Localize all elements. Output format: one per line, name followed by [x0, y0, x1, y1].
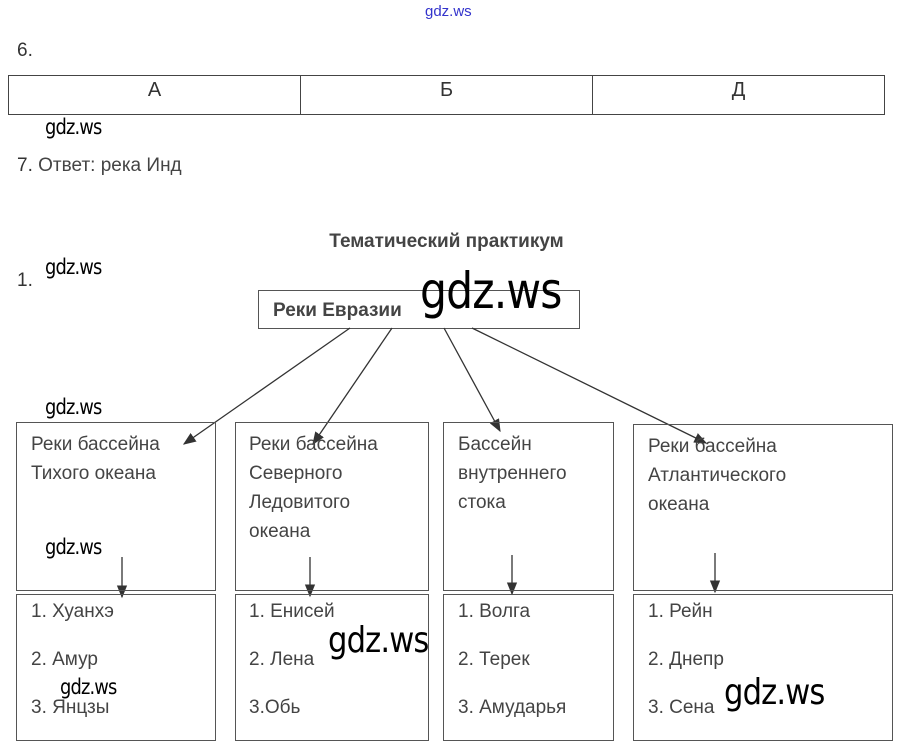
watermark: gdz.ws: [45, 395, 102, 419]
category-title-line: внутреннего: [458, 463, 567, 484]
rivers-box-pacific: 1. Хуанхэ 2. Амур 3. Янцзы: [16, 594, 216, 741]
category-title-line: стока: [458, 492, 506, 513]
category-title-line: Северного: [249, 463, 343, 484]
root-box: Реки Евразии: [258, 290, 580, 329]
arrow: [443, 327, 501, 433]
rivers-box-internal: 1. Волга 2. Терек 3. Амударья: [443, 594, 614, 741]
river-item: 3. Амударья: [458, 697, 567, 718]
river-item: 1. Рейн: [648, 601, 713, 622]
task6-answer-table: А Б Д: [8, 75, 885, 115]
category-title-line: Реки бассейна: [648, 436, 777, 457]
category-title-line: океана: [648, 494, 710, 515]
answer-cell: Д: [731, 79, 746, 101]
watermark: gdz.ws: [45, 255, 102, 279]
watermark: gdz.ws: [45, 535, 102, 559]
category-title-line: Тихого океана: [31, 463, 156, 484]
watermark: gdz.ws: [724, 672, 825, 713]
category-box-arctic: Реки бассейна Северного Ледовитого океан…: [235, 422, 429, 591]
watermark: gdz.ws: [328, 620, 429, 661]
header-link[interactable]: gdz.ws: [425, 3, 472, 20]
answer-cell: Б: [301, 76, 593, 114]
section-title: Тематический практикум: [329, 231, 564, 252]
category-box-internal: Бассейн внутреннего стока: [443, 422, 614, 591]
river-item: 2. Днепр: [648, 649, 724, 670]
watermark: gdz.ws: [60, 675, 117, 699]
river-item: 1. Енисей: [249, 601, 335, 622]
category-title-line: Бассейн: [458, 434, 532, 455]
arrow: [312, 327, 393, 446]
task7: 7. Ответ: река Инд: [17, 155, 182, 177]
river-item: 3. Сена: [648, 697, 715, 718]
task1-number: 1.: [17, 270, 33, 291]
category-title-line: Реки бассейна: [249, 434, 378, 455]
arrow: [182, 327, 351, 445]
category-box-pacific: Реки бассейна Тихого океана: [16, 422, 216, 591]
category-title-line: океана: [249, 521, 311, 542]
river-item: 3. Янцзы: [31, 697, 110, 718]
watermark: gdz.ws: [420, 262, 562, 320]
river-item: 2. Терек: [458, 649, 530, 670]
river-item: 3.Обь: [249, 697, 301, 718]
task7-number: 7.: [17, 155, 33, 176]
answer-cell: А: [9, 76, 301, 114]
arrow: [471, 327, 708, 444]
task7-answer: Ответ: река Инд: [38, 155, 182, 176]
category-box-atlantic: Реки бассейна Атлантического океана: [633, 424, 893, 591]
rivers-box-atlantic: 1. Рейн 2. Днепр 3. Сена: [633, 594, 893, 741]
category-title-line: Реки бассейна: [31, 434, 160, 455]
river-item: 2. Амур: [31, 649, 98, 670]
river-item: 1. Хуанхэ: [31, 601, 114, 622]
task6-number: 6.: [17, 40, 33, 61]
river-item: 1. Волга: [458, 601, 531, 622]
category-title-line: Ледовитого: [249, 492, 351, 513]
category-title-line: Атлантического: [648, 465, 787, 486]
river-item: 2. Лена: [249, 649, 315, 670]
watermark: gdz.ws: [45, 115, 102, 139]
rivers-box-arctic: 1. Енисей 2. Лена 3.Обь: [235, 594, 429, 741]
